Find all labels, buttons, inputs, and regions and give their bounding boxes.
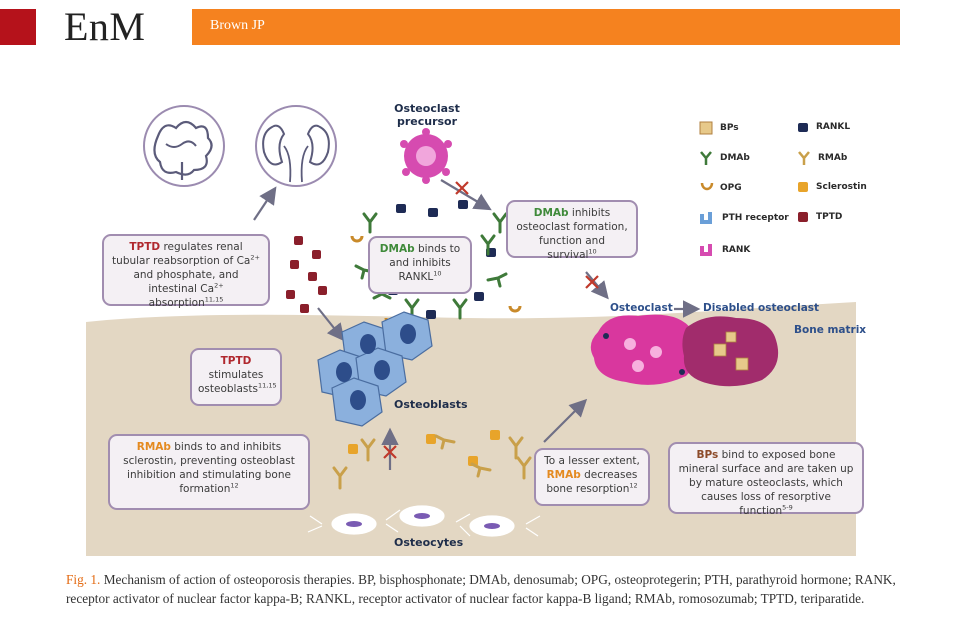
arrow-to-osteoclast	[585, 271, 609, 300]
journal-red-mark	[0, 9, 36, 45]
rank-receptor-icon	[700, 244, 712, 256]
legend-item-sclerostin: Sclerostin	[796, 180, 867, 194]
label-osteoblasts: Osteoblasts	[394, 398, 468, 411]
osteoclast-cell	[590, 314, 698, 385]
dmab-antibodies	[354, 212, 508, 320]
box-dmab-binds: DMAb binds to and inhibits RANKL10	[368, 236, 472, 294]
intestine-icon	[143, 105, 225, 187]
bp-cube-icon	[699, 121, 713, 135]
mechanism-figure: BPs RANKL DMAb RMAb OPG Sclerostin PTH r…	[86, 96, 867, 556]
author-bar: Brown JP	[192, 9, 900, 45]
tptd-icon	[798, 212, 808, 222]
label-disabled-osteoclast: Disabled osteoclast	[703, 302, 820, 314]
box-dmab-inhibits: DMAb inhibits osteoclast formation, func…	[506, 200, 638, 261]
label-osteoclast-precursor: Osteoclast precursor	[394, 102, 460, 128]
arrow-to-organs	[253, 186, 277, 221]
box-tptd-renal: TPTD regulates renal tubular reabsorptio…	[102, 234, 270, 309]
legend: BPs RANKL DMAb RMAb OPG Sclerostin PTH r…	[698, 116, 868, 266]
legend-item-rank: RANK	[698, 242, 750, 258]
legend-item-tptd: TPTD	[796, 210, 842, 224]
legend-item-rmab: RMAb	[796, 150, 847, 166]
osteoclast-precursor-cell	[400, 128, 452, 184]
label-osteocytes: Osteocytes	[394, 536, 464, 549]
rankl-icon	[798, 123, 808, 132]
sclerostin-icon	[798, 182, 808, 192]
osteoblast-cells	[317, 311, 433, 427]
opg-crescent-icon	[700, 182, 714, 191]
caption-text: Mechanism of action of osteoporosis ther…	[66, 572, 896, 606]
inhibition-cross	[383, 445, 397, 459]
box-rmab-lesser: To a lesser extent, RMAb decreases bone …	[534, 448, 650, 506]
box-rmab-binds: RMAb binds to and inhibits sclerostin, p…	[108, 434, 310, 510]
legend-item-rankl: RANKL	[796, 120, 850, 134]
arrow-tptd-to-osteoblasts	[317, 307, 345, 342]
journal-logo: EnM	[64, 4, 146, 49]
author-running-head: Brown JP	[210, 18, 265, 33]
kidneys-icon	[255, 105, 337, 187]
label-osteoclast: Osteoclast	[610, 302, 673, 314]
arrow-precursor-to-dmab	[440, 179, 492, 211]
legend-item-dmab: DMAb	[698, 150, 750, 166]
arrow-to-bone-resorption	[543, 398, 588, 443]
legend-item-pth: PTH receptor	[698, 210, 789, 226]
inhibition-cross	[455, 181, 469, 195]
inhibition-cross	[585, 275, 599, 289]
sclerostin-molecules	[348, 430, 500, 466]
figure-caption: Fig. 1. Mechanism of action of osteoporo…	[66, 570, 906, 608]
box-tptd-stimulates: TPTD stimulates osteoblasts11,15	[190, 348, 282, 406]
disabled-osteoclast-cell	[682, 316, 779, 387]
legend-item-bp: BPs	[698, 120, 739, 136]
box-bps-bind: BPs bind to exposed bone mineral surface…	[668, 442, 864, 517]
rmab-antibody-icon	[798, 151, 810, 165]
label-bone-matrix: Bone matrix	[794, 324, 867, 336]
rmab-antibodies	[332, 434, 532, 490]
pth-receptor-icon	[700, 212, 712, 224]
figure-number: Fig. 1.	[66, 572, 101, 587]
osteocyte-nuclei	[346, 513, 500, 529]
tptd-molecules	[286, 236, 327, 313]
dmab-antibody-icon	[700, 151, 712, 165]
legend-item-opg: OPG	[698, 180, 742, 196]
